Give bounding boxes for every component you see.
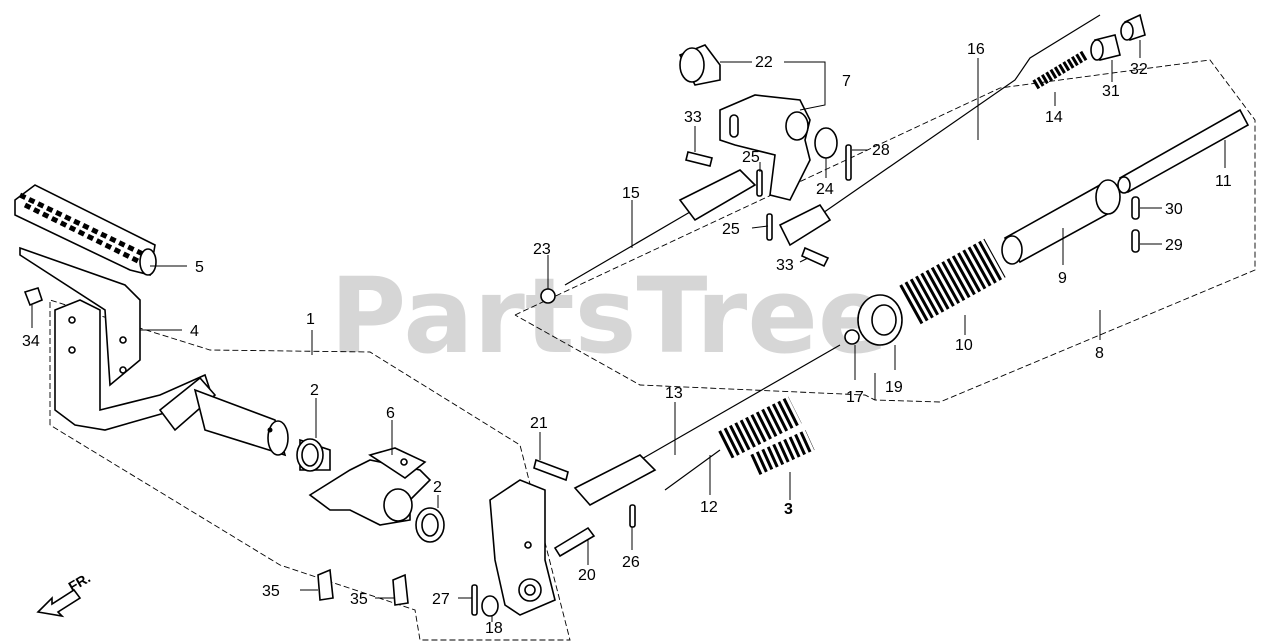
label-1: 1 <box>306 311 315 328</box>
label-28: 28 <box>872 142 890 159</box>
rod-13-part <box>573 344 841 507</box>
pin-28-part <box>845 144 852 181</box>
washer-24-part <box>814 127 838 159</box>
label-29: 29 <box>1165 237 1183 254</box>
label-17: 17 <box>846 389 864 406</box>
pedal-bracket-part <box>308 447 432 526</box>
label-6: 6 <box>386 405 395 422</box>
front-arrow-icon <box>36 588 82 618</box>
pin-25b-part <box>766 213 773 241</box>
bushing-22-part <box>678 44 721 86</box>
label-4: 4 <box>190 323 199 340</box>
label-2a: 2 <box>310 382 319 399</box>
pin-30-part <box>1131 196 1140 220</box>
label-35b: 35 <box>350 591 368 608</box>
label-24: 24 <box>816 181 834 198</box>
label-14: 14 <box>1045 109 1063 126</box>
rod-15-part <box>564 169 757 286</box>
nut-31-part <box>1090 34 1121 61</box>
pin-27-part <box>471 584 478 616</box>
spring-3-part <box>750 429 815 476</box>
label-32: 32 <box>1130 61 1148 78</box>
pin-26-part <box>629 504 636 528</box>
label-25b: 25 <box>722 221 740 238</box>
rod-9-part <box>1001 179 1121 265</box>
bolt-33a-part <box>685 151 713 167</box>
bolt-35a-part <box>317 568 334 601</box>
label-7: 7 <box>842 73 851 90</box>
bolt-21-part <box>533 458 569 482</box>
label-27: 27 <box>432 591 450 608</box>
label-15: 15 <box>622 185 640 202</box>
label-22: 22 <box>755 54 773 71</box>
seal-19-part <box>857 294 903 346</box>
shaft-11-part <box>1117 108 1250 194</box>
label-18: 18 <box>485 620 503 637</box>
bushing-part-a <box>296 438 331 472</box>
bolt-34-part <box>23 287 43 307</box>
cap-32-part <box>1120 13 1146 42</box>
watermark: PartsTree <box>330 255 888 377</box>
part-labels: 1 2 2 3 4 5 6 7 8 9 10 11 12 13 14 15 16… <box>22 41 1232 637</box>
label-30: 30 <box>1165 201 1183 218</box>
assembly-outline-8 <box>514 59 1256 403</box>
spring-12-part <box>664 396 802 491</box>
pedal-plate-part <box>19 246 141 387</box>
label-33b: 33 <box>776 257 794 274</box>
label-16: 16 <box>967 41 985 58</box>
label-8: 8 <box>1095 345 1104 362</box>
brake-pedal-part <box>54 299 289 457</box>
spring-10-part <box>899 238 1006 325</box>
direction-label: FR. <box>66 569 94 594</box>
lever-plate-part <box>481 479 556 617</box>
bolt-33b-part <box>800 246 830 268</box>
nut-17-part <box>844 329 860 345</box>
label-21: 21 <box>530 415 548 432</box>
pin-29-part <box>1131 229 1140 253</box>
pin-20-part <box>553 526 596 558</box>
bushing-part-b <box>415 507 445 543</box>
label-10: 10 <box>955 337 973 354</box>
label-26: 26 <box>622 554 640 571</box>
label-12: 12 <box>700 499 718 516</box>
label-11: 11 <box>1215 173 1232 190</box>
label-23: 23 <box>533 241 551 258</box>
upper-bracket-part <box>719 94 811 201</box>
nut-23-part <box>540 288 556 304</box>
rod-16-part <box>778 14 1101 247</box>
label-3: 3 <box>784 501 793 518</box>
grip-part <box>14 184 157 276</box>
label-19: 19 <box>885 379 903 396</box>
spring-14-part <box>1032 50 1088 90</box>
pin-25a-part <box>756 169 763 197</box>
label-25a: 25 <box>742 149 760 166</box>
label-33a: 33 <box>684 109 702 126</box>
bolt-35b-part <box>392 573 409 606</box>
label-35a: 35 <box>262 583 280 600</box>
label-9: 9 <box>1058 270 1067 287</box>
label-5: 5 <box>195 259 204 276</box>
leader-lines <box>31 40 1226 622</box>
label-20: 20 <box>578 567 596 584</box>
label-34: 34 <box>22 333 40 350</box>
label-2b: 2 <box>433 479 442 496</box>
label-31: 31 <box>1102 83 1120 100</box>
label-13: 13 <box>665 385 683 402</box>
front-direction-indicator: FR. <box>36 569 94 618</box>
